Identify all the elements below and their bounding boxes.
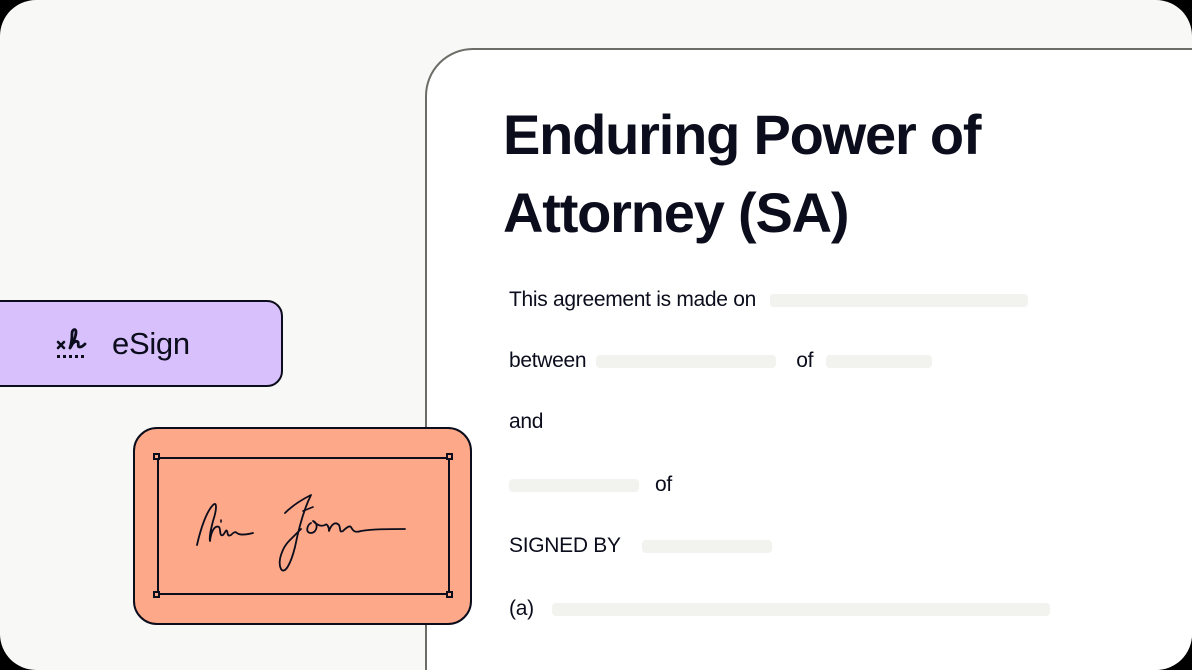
document-line-date: This agreement is made on xyxy=(509,286,1028,314)
document-line-of: of xyxy=(509,471,672,499)
signature-card[interactable] xyxy=(133,427,472,625)
party2-name-placeholder[interactable] xyxy=(509,478,639,492)
line-text: and xyxy=(509,410,544,433)
signer-placeholder[interactable] xyxy=(641,539,772,553)
document-preview: Enduring Power of Attorney (SA) This agr… xyxy=(425,48,1192,670)
date-field-placeholder[interactable] xyxy=(769,293,1028,307)
document-line-between: between of xyxy=(509,347,933,375)
line-text: SIGNED BY xyxy=(509,534,621,557)
resize-handle-bottom-left[interactable] xyxy=(153,591,160,598)
line-text: of xyxy=(796,349,814,372)
line-text: between xyxy=(509,349,587,372)
resize-handle-top-left[interactable] xyxy=(153,453,160,460)
handwritten-signature xyxy=(196,494,406,572)
resize-handle-bottom-right[interactable] xyxy=(446,591,453,598)
esign-label: eSign xyxy=(112,325,190,361)
document-title: Enduring Power of Attorney (SA) xyxy=(503,103,982,244)
line-text: This agreement is made on xyxy=(509,288,756,311)
esign-button[interactable]: eSign xyxy=(0,300,283,387)
signature-icon xyxy=(56,327,87,358)
line-text: (a) xyxy=(509,597,534,620)
party1-address-placeholder[interactable] xyxy=(826,354,933,368)
line-text: of xyxy=(655,473,672,496)
signature-selection-frame xyxy=(157,457,450,595)
document-line-signed-by: SIGNED BY xyxy=(509,532,772,560)
resize-handle-top-right[interactable] xyxy=(446,453,453,460)
document-line-a: (a) xyxy=(509,595,1050,623)
clause-a-placeholder[interactable] xyxy=(551,602,1050,616)
party1-name-placeholder[interactable] xyxy=(596,354,777,368)
document-line-and: and xyxy=(509,408,543,436)
